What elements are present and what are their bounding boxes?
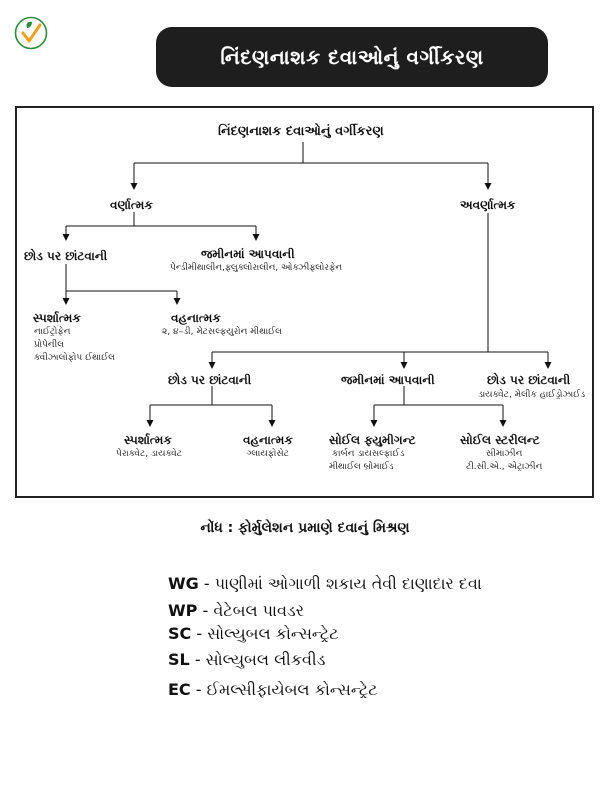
formulation-desc: - ઈમલ્સીફાયેબલ કોન્સન્ટ્રેટ [195, 680, 378, 699]
fumigant-example-2: મીથાઈલ બ્રોમાઈડ [329, 462, 394, 472]
node-right-contact: સ્પર્શાત્મક [124, 433, 172, 447]
formulation-code: WP [168, 601, 198, 620]
node-right-foliar: છોડ પર છાંટવાની [168, 373, 252, 387]
formulation-desc: - સોલ્યુબલ લીકવીડ [194, 650, 326, 669]
fumigant-example-1: કાર્બન ડાયસલ્ફાઈડ [332, 449, 405, 459]
node-soil-sterilant: સોઈલ સ્ટરીલન્ટ [460, 433, 540, 447]
page-title: નિંદણનાશક દવાઓનું વર્ગીકરણ [156, 27, 548, 87]
sterilant-example-1: સીમાઝીન [486, 449, 523, 459]
node-right-soil: જમીનમાં આપવાની [341, 373, 435, 387]
formulation-code: SC [168, 624, 192, 643]
right-foliar-2-examples: ડાયક્વેટ, મેલીક હાઈડ્રોઝાઈડ [478, 390, 586, 400]
formulation-item: SL - સોલ્યુબલ લીકવીડ [168, 650, 325, 670]
left-contact-example-1: નાઈટ્રોફેન [34, 327, 71, 337]
node-right-systemic: વહનાત્મક [243, 433, 293, 447]
left-contact-example-2: પ્રોપેનીલ [34, 340, 65, 350]
formulation-item: WG - પાણીમાં ઓગાળી શકાય તેવી દાણાદાર દવા [168, 574, 482, 594]
right-systemic-examples: ગ્લાયફોસેટ [247, 449, 289, 459]
left-soil-examples: પેન્ડીમીથાલીન,ફ્લુક્લોરાલીન, ઓક્ઝીફ્લોરફ… [170, 263, 343, 273]
left-systemic-examples: ૨, ૪–ડી, મેટસલ્ફયુરોન મીથાઈલ [162, 327, 282, 337]
node-left-contact: સ્પર્શાત્મક [33, 311, 81, 325]
node-left-soil: જમીનમાં આપવાની [201, 247, 295, 261]
node-left-foliar: છોડ પર છાંટવાની [24, 249, 108, 263]
formulation-code: WG [168, 574, 199, 593]
leaf-check-logo [14, 16, 48, 50]
node-soil-fumigant: સોઈલ ફ્યુમીગન્ટ [329, 433, 416, 447]
right-contact-examples: પેરાક્વેટ, ડાયક્વેટ [116, 449, 182, 459]
formulation-item: WP - વેટેબલ પાવડર [168, 601, 304, 621]
left-contact-example-3: ક્વીઝાલોફોપ ઈથાઈલ [34, 353, 115, 363]
formulation-desc: - સોલ્યુબલ કોન્સન્ટ્રેટ [196, 624, 339, 643]
node-colored: વર્ણાત્મક [110, 198, 153, 212]
diagram-root: નિંદણનાશક દવાઓનું વર્ગીકરણ [218, 124, 384, 139]
formulation-code: EC [168, 680, 191, 699]
formulation-item: SC - સોલ્યુબલ કોન્સન્ટ્રેટ [168, 624, 339, 644]
node-colorless: અવર્ણાત્મક [460, 198, 516, 212]
formulation-desc: - વેટેબલ પાવડર [202, 601, 304, 620]
formulation-desc: - પાણીમાં ઓગાળી શકાય તેવી દાણાદાર દવા [203, 574, 482, 593]
formulation-note: નોંધ : ફોર્મુલેશન પ્રમાણે દવાનું મિશ્રણ [200, 520, 410, 536]
formulation-code: SL [168, 650, 190, 669]
sterilant-example-2: ટી.સી.એ., એટ્રાઝીન [466, 462, 543, 472]
formulation-item: EC - ઈમલ્સીફાયેબલ કોન્સન્ટ્રેટ [168, 680, 378, 700]
classification-diagram [15, 106, 594, 498]
node-left-systemic: વહનાત્મક [171, 311, 221, 325]
node-right-foliar-2: છોડ પર છાંટવાની [487, 373, 571, 387]
